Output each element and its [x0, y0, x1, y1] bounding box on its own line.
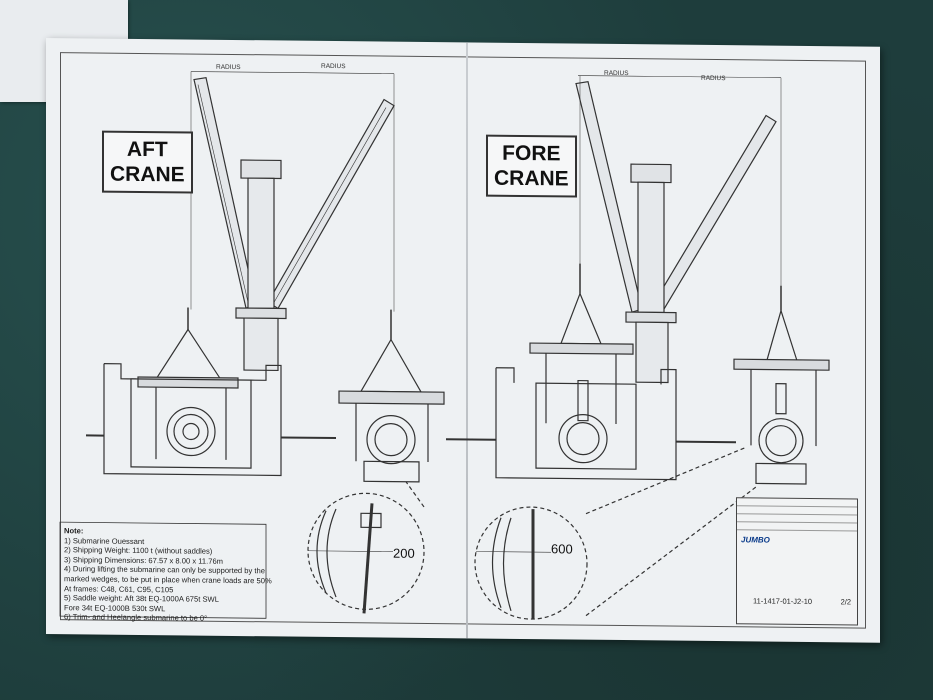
drawing-sheet: AFT CRANE FORE CRANE RADIUS RADIUS RADIU…: [46, 38, 880, 643]
title-block: JUMBO 11-1417-01-J2-10 2/2: [736, 497, 858, 626]
company-logo: JUMBO: [741, 535, 770, 545]
aft-crane-boom-right: [267, 98, 395, 310]
aft-crane-boom-left: [193, 76, 257, 309]
detail-circle-left: [307, 492, 425, 614]
fore-crane-label: FORE CRANE: [486, 134, 577, 198]
aft-crane-tower: [235, 159, 287, 372]
crane-drawing: [59, 71, 830, 620]
fore-crane-label-line1: FORE: [502, 141, 561, 166]
aft-crane-label-line2: CRANE: [110, 162, 185, 187]
fore-crane-boom-left: [575, 80, 643, 313]
radius-label-fore-right: RADIUS: [701, 74, 726, 83]
notes-block: Note: 1) Submarine Ouessant 2) Shipping …: [64, 526, 272, 624]
fore-crane-tower: [625, 163, 677, 384]
radius-label-aft-left: RADIUS: [216, 63, 241, 72]
sheet-number: 2/2: [840, 597, 851, 607]
fore-crane-label-line2: CRANE: [494, 166, 569, 191]
detail-dimension-left: 200: [393, 545, 415, 561]
detail-circle-right: [474, 506, 588, 620]
aft-crane-label-line1: AFT: [126, 137, 168, 162]
detail-dimension-right: 600: [551, 541, 573, 557]
radius-label-fore-left: RADIUS: [604, 69, 629, 78]
fore-crane-boom-right: [651, 114, 777, 314]
aft-crane-label: AFT CRANE: [102, 130, 193, 194]
drawing-number: 11-1417-01-J2-10: [753, 596, 813, 607]
radius-label-aft-right: RADIUS: [321, 62, 346, 71]
